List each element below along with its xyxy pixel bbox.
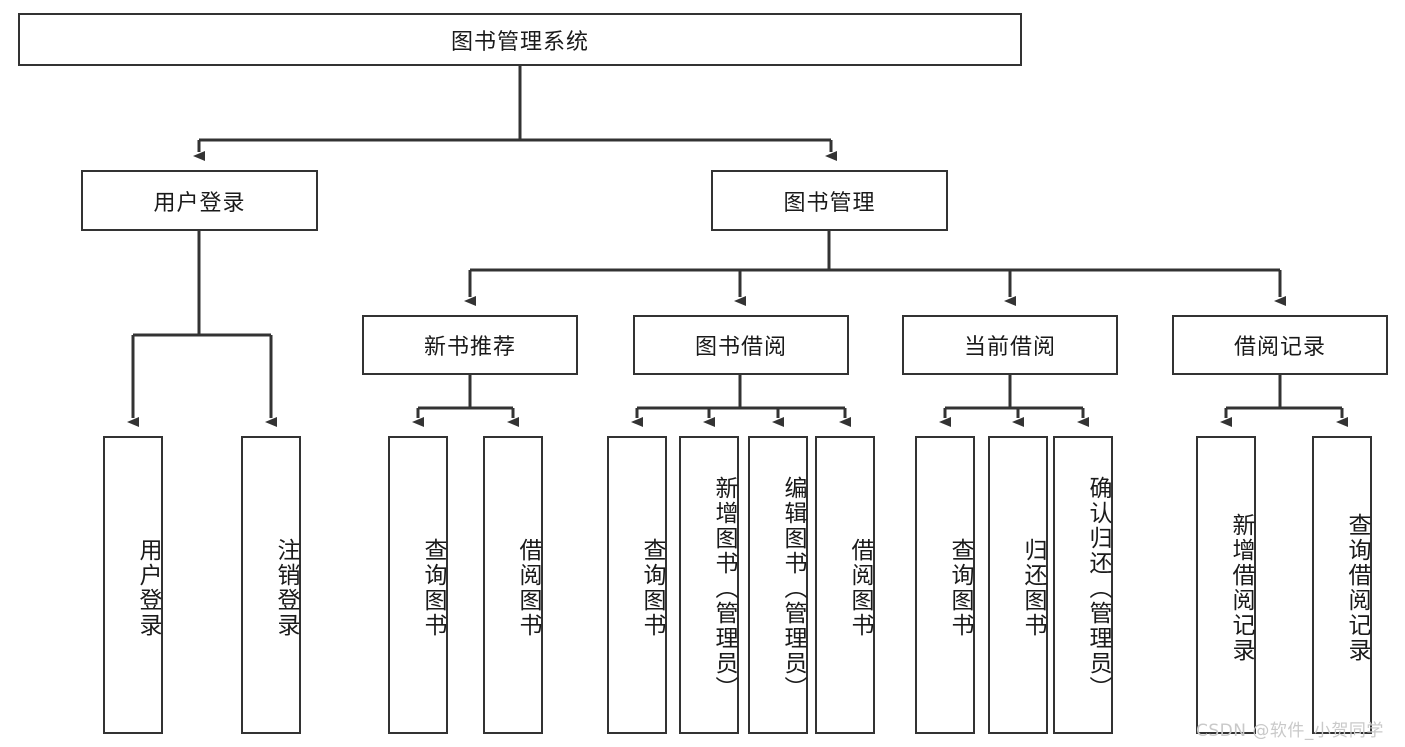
- node-leaf-borrow-book-1[interactable]: 借阅图书: [483, 436, 543, 734]
- node-leaf-borrow-book-2[interactable]: 借阅图书: [815, 436, 875, 734]
- node-leaf-add-book[interactable]: 新增图书（管理员）: [679, 436, 739, 734]
- node-leaf-query-record[interactable]: 查询借阅记录: [1312, 436, 1372, 734]
- node-leaf-user-login[interactable]: 用户登录: [103, 436, 163, 734]
- node-leaf-add-record[interactable]: 新增借阅记录: [1196, 436, 1256, 734]
- node-book-management[interactable]: 图书管理: [711, 170, 948, 231]
- csdn-watermark: CSDN @软件_小贺同学: [1196, 721, 1384, 741]
- node-current-borrow[interactable]: 当前借阅: [902, 315, 1118, 375]
- node-leaf-edit-book[interactable]: 编辑图书（管理员）: [748, 436, 808, 734]
- node-leaf-return-book[interactable]: 归还图书: [988, 436, 1048, 734]
- node-leaf-query-book-3[interactable]: 查询图书: [915, 436, 975, 734]
- node-title-system[interactable]: 图书管理系统: [18, 13, 1022, 66]
- node-leaf-confirm-return[interactable]: 确认归还（管理员）: [1053, 436, 1113, 734]
- node-leaf-logout-login[interactable]: 注销登录: [241, 436, 301, 734]
- node-new-book-recommend[interactable]: 新书推荐: [362, 315, 578, 375]
- node-leaf-query-book-1[interactable]: 查询图书: [388, 436, 448, 734]
- node-leaf-query-book-2[interactable]: 查询图书: [607, 436, 667, 734]
- node-borrow-record[interactable]: 借阅记录: [1172, 315, 1388, 375]
- node-book-borrow[interactable]: 图书借阅: [633, 315, 849, 375]
- node-user-login[interactable]: 用户登录: [81, 170, 318, 231]
